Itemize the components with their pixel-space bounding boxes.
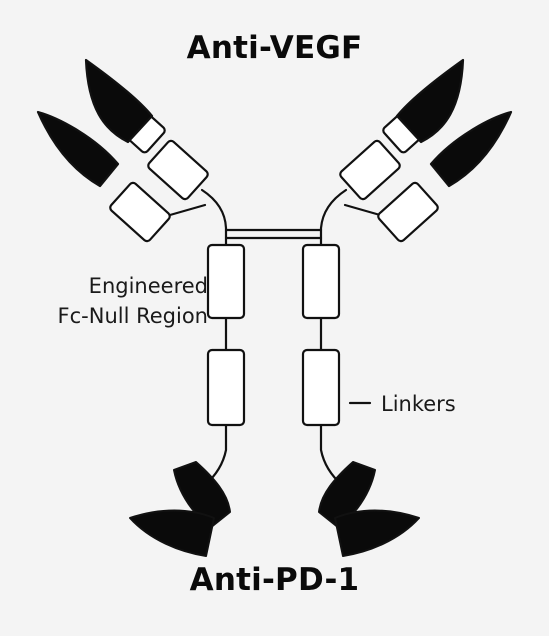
left-ch2-domain	[206, 243, 246, 320]
left-pd1-lower-domain	[129, 509, 215, 557]
left-cl-domain	[109, 181, 171, 243]
right-hinge-line	[319, 188, 348, 247]
anti-vegf-title: Anti-VEGF	[186, 30, 363, 66]
left-light-arm	[36, 110, 171, 243]
anti-pd1-title: Anti-PD-1	[189, 562, 360, 598]
left-antigen-binding-tip-upper	[84, 58, 154, 144]
right-pd1-binder	[318, 461, 420, 557]
linkers-label: Linkers	[381, 392, 456, 416]
left-heavy-arm	[84, 58, 209, 201]
right-antigen-binding-tip-lower	[429, 110, 513, 188]
right-pd1-upper-domain	[318, 461, 376, 529]
right-arm-inner-line	[343, 203, 382, 217]
fc-region-label: Engineered Fc-Null Region	[22, 271, 208, 331]
right-heavy-arm	[339, 58, 465, 201]
right-cl-domain	[377, 181, 439, 243]
right-ch3-domain	[301, 348, 341, 427]
fc-region-label-line-1: Engineered	[88, 274, 208, 298]
left-antigen-binding-tip-lower	[36, 110, 120, 188]
left-pd1-binder	[129, 461, 231, 557]
left-hinge-line	[200, 188, 228, 247]
right-ch-domain-upper	[339, 139, 401, 201]
right-light-arm	[377, 110, 513, 243]
right-antigen-binding-tip-upper	[395, 58, 465, 144]
left-pd1-upper-domain	[173, 461, 231, 529]
left-ch3-domain	[206, 348, 246, 427]
right-ch2-domain	[301, 243, 341, 320]
right-pd1-lower-domain	[334, 509, 420, 557]
fc-region-label-line-2: Fc-Null Region	[57, 304, 208, 328]
left-arm-inner-line	[168, 203, 207, 217]
left-ch-domain-upper	[147, 139, 209, 201]
